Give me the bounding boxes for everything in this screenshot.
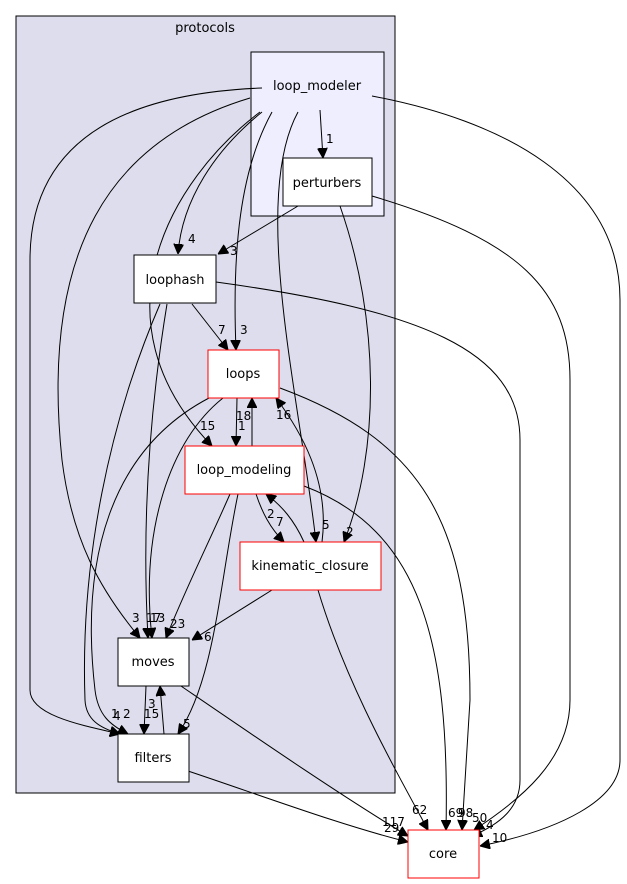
edge-label-filters-moves: 3 (148, 697, 156, 711)
edge-label-kinematic-loop-modeling: 2 (267, 507, 275, 521)
edge-label-loops-core: 98 (458, 806, 473, 820)
edge-moves-core (177, 683, 408, 836)
node-core-label: core (429, 847, 457, 862)
edge-label-lm-loophash: 4 (188, 232, 196, 246)
edge-label-lm-core: 10 (492, 831, 507, 845)
edge-loop-modeling-kinematic-closure (255, 493, 284, 542)
edge-label-kinematic-moves: 6 (204, 630, 212, 644)
edge-kinematic-closure-moves (192, 589, 273, 640)
edge-loop-modeler-kinematic-closure (277, 111, 316, 542)
edge-loophash-loops (191, 303, 228, 350)
edge-loophash-filters (84, 303, 161, 734)
edge-filters-core (187, 770, 408, 842)
edge-label-kinematic-core: 62 (412, 803, 427, 817)
edge-perturbers-kinematic-closure (339, 205, 372, 542)
edge-label-lm-loop-modeling: 15 (200, 419, 215, 433)
edge-label-loops-filters: 2 (123, 707, 131, 721)
edge-label-kinematic-loops: 16 (276, 408, 291, 422)
edge-label-loop-modeling-core: 69 (448, 806, 463, 820)
edge-loop-modeler-filters (29, 87, 263, 734)
edge-label-filters-core: 29 (384, 821, 399, 835)
edge-label-loop-modeling-filters: 5 (183, 717, 191, 731)
node-loop-modeling[interactable]: loop_modeling (184, 445, 305, 495)
node-filters-label: filters (134, 751, 171, 766)
edge-loophash-moves (146, 303, 168, 638)
edge-loop-modeler-perturbers (320, 109, 323, 158)
node-perturbers[interactable]: perturbers (282, 157, 373, 207)
edge-label-moves-filters: 15 (144, 707, 159, 721)
cluster-loop-modeler-label: loop_modeler (273, 79, 362, 94)
edge-loop-modeler-core (371, 95, 621, 846)
edge-loops-moves (149, 397, 224, 638)
node-loophash[interactable]: loophash (133, 254, 217, 304)
edge-label-loophash-loops: 7 (218, 323, 226, 337)
edge-label-loophash-core: 4 (486, 818, 494, 832)
edge-labels: 1 4 3 7 3 15 5 2 1 18 16 7 2 3 17 13 23 … (111, 132, 507, 845)
edge-moves-filters (144, 685, 146, 734)
edge-label-lm-perturbers: 1 (326, 132, 334, 146)
edge-label-loophash-filters: 4 (113, 709, 121, 723)
edge-loop-modeler-loophash (178, 111, 263, 254)
edge-filters-moves (160, 686, 164, 735)
edge-loops-core (279, 387, 471, 830)
node-core[interactable]: core (407, 829, 480, 879)
edge-loops-filters (90, 397, 210, 734)
cluster-protocols-label: protocols (175, 21, 235, 36)
edge-loops-loop-modeling (236, 397, 237, 446)
edge-perturbers-loophash (218, 205, 299, 254)
edge-label-loops-moves: 13 (150, 611, 165, 625)
node-moves-label: moves (131, 655, 174, 670)
node-perturbers-label: perturbers (293, 176, 362, 191)
edge-loop-modeling-core (303, 485, 446, 830)
edge-label-loop-modeling-kinematic: 7 (276, 515, 284, 529)
edge-label-loop-modeling-loops: 18 (236, 409, 251, 423)
edge-label-perturbers-loophash: 3 (230, 244, 238, 258)
edge-label-lm-loops: 3 (240, 323, 248, 337)
node-kinematic-closure[interactable]: kinematic_closure (239, 541, 382, 591)
node-loops[interactable]: loops (207, 349, 280, 399)
edge-perturbers-core (371, 195, 571, 830)
edge-label-loophash-moves: 17 (146, 611, 161, 625)
edge-kinematic-closure-core (317, 589, 428, 830)
edge-label-lm-moves: 3 (132, 611, 140, 625)
edge-label-loops-loop-modeling: 1 (238, 419, 246, 433)
edge-kinematic-closure-loops (276, 398, 324, 543)
edge-label-loop-modeling-moves: 23 (170, 617, 185, 631)
node-loops-label: loops (226, 367, 261, 382)
edge-loophash-core (215, 281, 521, 836)
node-kinematic-closure-label: kinematic_closure (251, 559, 368, 574)
edge-label-moves-core: 117 (382, 815, 405, 829)
edge-kinematic-closure-loop-modeling (266, 494, 305, 543)
edge-loop-modeler-moves (57, 97, 251, 638)
edge-label-lm-filters: 1 (111, 707, 119, 721)
edge-loop-modeling-moves (166, 493, 231, 638)
node-moves[interactable]: moves (117, 637, 190, 687)
node-filters[interactable]: filters (117, 733, 190, 783)
node-loop-modeling-label: loop_modeling (197, 463, 292, 478)
edge-loop-modeling-filters (178, 493, 239, 734)
node-loophash-label: loophash (146, 273, 205, 288)
edge-label-perturbers-core: 50 (472, 811, 487, 825)
edge-loop-modeler-loops (235, 111, 273, 350)
edge-label-perturbers-kinematic: 2 (346, 525, 354, 539)
edge-label-lm-kinematic: 5 (322, 518, 330, 532)
